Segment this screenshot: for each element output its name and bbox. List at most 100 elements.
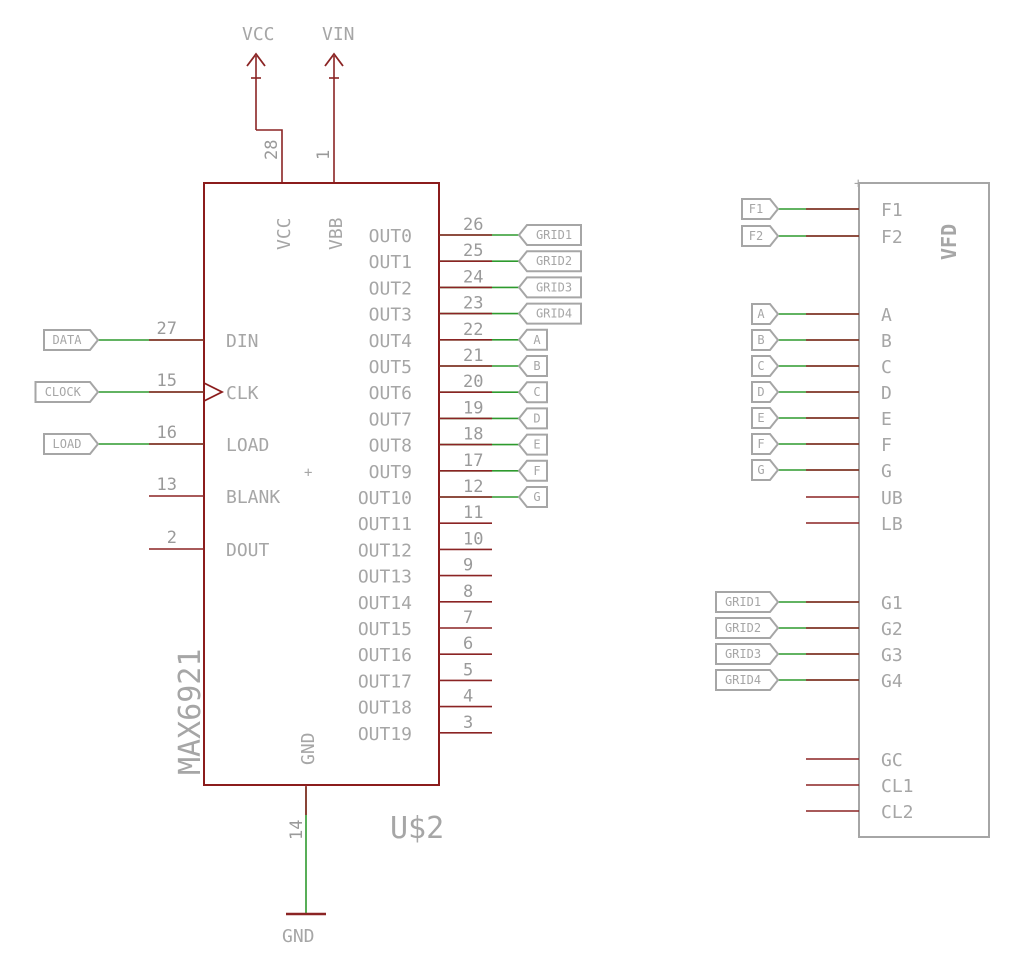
net-label-text: GRID2 bbox=[536, 254, 572, 268]
net-label-flag bbox=[741, 198, 780, 220]
net-label-e[interactable]: E bbox=[517, 433, 548, 456]
net-label-grid3[interactable]: GRID3 bbox=[715, 643, 780, 665]
net-label-clock[interactable]: CLOCK bbox=[34, 381, 100, 403]
vfd-pin-ub[interactable]: UB bbox=[806, 488, 903, 509]
net-label-text: E bbox=[757, 411, 764, 425]
net-label-f[interactable]: F bbox=[751, 433, 780, 455]
net-label-data[interactable]: DATA bbox=[43, 329, 100, 351]
pin-name: CLK bbox=[226, 383, 259, 404]
net-label-f2[interactable]: F2 bbox=[741, 225, 780, 247]
pin-number: 17 bbox=[463, 451, 483, 471]
net-label-c[interactable]: C bbox=[517, 381, 548, 404]
net-label-a[interactable]: A bbox=[751, 303, 780, 325]
vfd-pin-lb[interactable]: LB bbox=[806, 514, 903, 535]
net-label-grid3[interactable]: GRID3 bbox=[517, 276, 582, 299]
net-label-grid4[interactable]: GRID4 bbox=[517, 302, 582, 325]
chip-body[interactable] bbox=[203, 182, 440, 786]
net-label-text: A bbox=[533, 333, 541, 347]
vfd-pin-cl1[interactable]: CL1 bbox=[806, 776, 914, 797]
vfd-body[interactable] bbox=[858, 182, 990, 838]
net-label-c[interactable]: C bbox=[751, 355, 780, 377]
pin-name: OUT17 bbox=[358, 671, 412, 692]
net-label-text: F bbox=[533, 464, 540, 478]
pin-name: OUT19 bbox=[358, 724, 412, 745]
supply-vcc[interactable]: VCC bbox=[242, 24, 283, 182]
pin-number: 18 bbox=[463, 425, 483, 445]
vfd-pin-f2[interactable]: F2 F2 bbox=[741, 225, 903, 248]
net-label-a[interactable]: A bbox=[517, 328, 548, 351]
net-label-b[interactable]: B bbox=[517, 355, 548, 377]
right-pins: GRID126OUT0GRID225OUT1GRID324OUT2GRID423… bbox=[358, 215, 582, 745]
net-label-text: E bbox=[533, 438, 540, 452]
pin-number: 15 bbox=[157, 371, 177, 391]
net-label-text: CLOCK bbox=[45, 385, 82, 399]
net-label-grid4[interactable]: GRID4 bbox=[715, 669, 780, 691]
supply-vin[interactable]: VIN bbox=[322, 24, 355, 182]
net-label-grid2[interactable]: GRID2 bbox=[715, 617, 780, 639]
net-label-flag bbox=[43, 329, 100, 351]
pin-name: G1 bbox=[881, 593, 903, 614]
net-label-g[interactable]: G bbox=[517, 486, 548, 508]
net-label-flag bbox=[517, 250, 582, 273]
net-label-f1[interactable]: F1 bbox=[741, 198, 780, 220]
net-label-load[interactable]: LOAD bbox=[43, 433, 100, 455]
net-label-f[interactable]: F bbox=[517, 459, 548, 482]
vfd-pin-cl2[interactable]: CL2 bbox=[806, 802, 914, 823]
net-label-d[interactable]: D bbox=[751, 381, 780, 403]
vfd-pin-g1[interactable]: GRID1 G1 bbox=[715, 591, 903, 614]
pin-name: OUT12 bbox=[358, 540, 412, 561]
net-label-grid1[interactable]: GRID1 bbox=[715, 591, 780, 613]
pin-name: DIN bbox=[226, 331, 259, 352]
pin-name: F2 bbox=[881, 227, 903, 248]
gnd-connection[interactable]: GND 14 bbox=[282, 785, 326, 947]
pin-name: CL2 bbox=[881, 802, 914, 823]
pin-number: 9 bbox=[463, 556, 473, 576]
net-label-flag bbox=[43, 433, 100, 455]
vfd-pin-gc[interactable]: GC bbox=[806, 750, 903, 771]
net-label-g[interactable]: G bbox=[751, 459, 780, 481]
net-label-b[interactable]: B bbox=[751, 329, 780, 351]
pin-number: 10 bbox=[463, 529, 483, 549]
net-label-d[interactable]: D bbox=[517, 407, 548, 430]
net-label-grid2[interactable]: GRID2 bbox=[517, 250, 582, 273]
net-label-e[interactable]: E bbox=[751, 407, 780, 429]
net-label-grid1[interactable]: GRID1 bbox=[517, 224, 582, 246]
supply-vin-arrow bbox=[324, 52, 344, 67]
